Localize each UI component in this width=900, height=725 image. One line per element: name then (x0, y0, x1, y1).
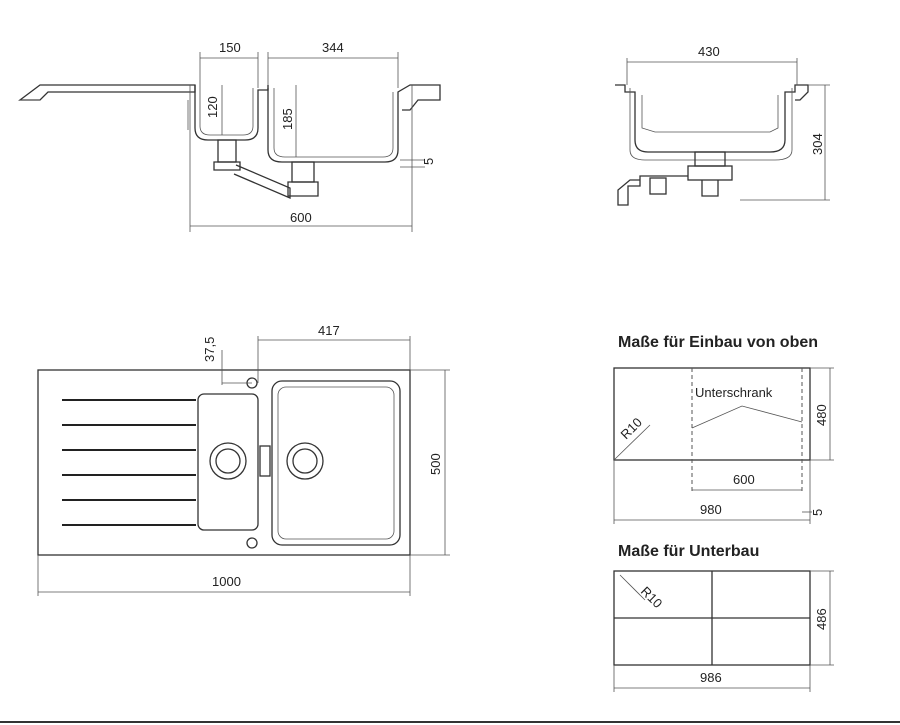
dim-front-height: 304 (810, 133, 825, 155)
dim-depth: 500 (428, 453, 443, 475)
dim-rim: 5 (421, 158, 436, 165)
cutout-outline (613, 367, 811, 461)
install-below: Maße für Unterbau R10 486 986 (613, 543, 834, 692)
small-drain-outer (209, 442, 247, 480)
dim-radius-above: R10 (618, 415, 645, 442)
dim-offset-above: 5 (810, 509, 825, 516)
dim-height-below: 486 (814, 608, 829, 630)
main-bowl-plan (271, 380, 401, 546)
dim-cabinet-width: 600 (290, 210, 312, 225)
tap-hole-bottom (246, 537, 258, 549)
dim-main-bowl-depth: 185 (280, 108, 295, 130)
heading-install-below: Maße für Unterbau (618, 543, 759, 560)
dim-height-above: 480 (814, 404, 829, 426)
small-bowl-plan (197, 393, 259, 531)
dim-cabinet-above: 600 (733, 472, 755, 487)
dim-bowl-width: 417 (318, 323, 340, 338)
dim-width-below: 986 (700, 670, 722, 685)
overflow-pipe (233, 164, 291, 199)
dim-total-width: 1000 (212, 574, 241, 589)
dim-front-width: 430 (698, 44, 720, 59)
dim-small-bowl-width: 150 (219, 40, 241, 55)
dim-main-bowl-width: 344 (322, 40, 344, 55)
cabinet-label: Unterschrank (695, 385, 773, 400)
dim-small-bowl-depth: 120 (205, 96, 220, 118)
plan-view: 37,5 417 500 1000 (37, 323, 450, 596)
dim-radius-below: R10 (638, 584, 665, 611)
bowl-front-profile (615, 84, 809, 153)
main-drain-outer (286, 442, 324, 480)
front-section-view: 430 304 (615, 44, 830, 206)
dim-width-above: 980 (700, 502, 722, 517)
small-bowl-profile (194, 85, 269, 141)
small-bowl-drain (217, 139, 237, 163)
sink-outline (37, 369, 411, 556)
heading-install-above: Maße für Einbau von oben (618, 334, 818, 351)
drain-body (694, 151, 726, 167)
overflow-slot (259, 445, 271, 477)
main-bowl-drain (291, 161, 315, 183)
drainboard-profile (18, 84, 196, 101)
side-section-view: 150 344 120 185 5 600 (18, 40, 441, 232)
main-bowl-profile (267, 84, 441, 163)
dim-tap-offset: 37,5 (202, 337, 217, 362)
install-from-above: Maße für Einbau von oben Unterschrank R1… (613, 334, 834, 524)
drain-pipe (617, 175, 688, 206)
drainboard-grooves (62, 399, 196, 526)
